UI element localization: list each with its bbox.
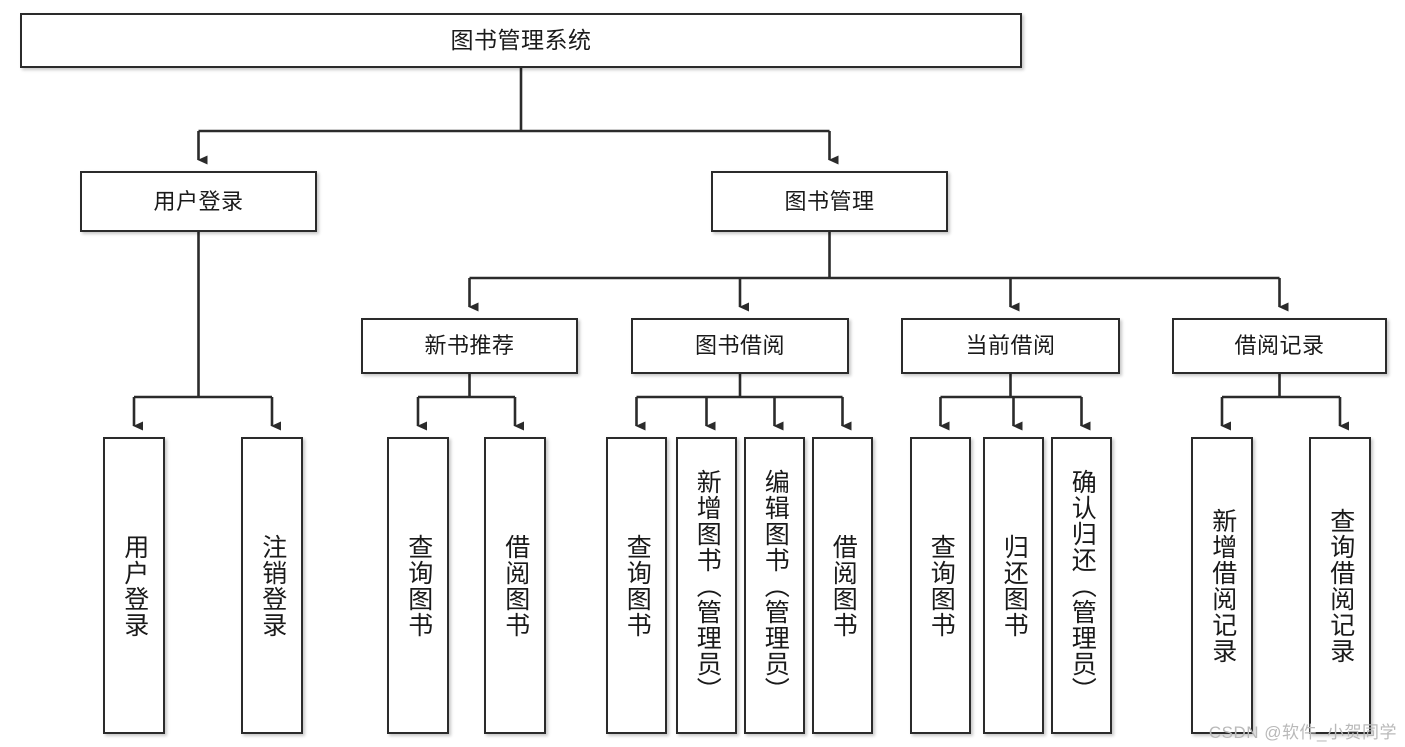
node-leaf-rec-1[interactable]: 新增借阅记录 (1191, 437, 1253, 734)
node-leaf-bor-3[interactable]: 编辑图书（管理员） (744, 437, 805, 734)
node-leaf-new-2[interactable]: 借阅图书 (484, 437, 546, 734)
node-login[interactable]: 用户登录 (80, 171, 317, 232)
node-leaf-bor-2[interactable]: 新增图书（管理员） (676, 437, 737, 734)
node-leaf-cur-2[interactable]: 归还图书 (983, 437, 1044, 734)
node-borrow[interactable]: 图书借阅 (631, 318, 849, 374)
node-label: 借阅图书 (829, 533, 858, 638)
node-label: 新增图书（管理员） (693, 468, 722, 703)
node-bookmgmt[interactable]: 图书管理 (711, 171, 948, 232)
node-label: 查询图书 (623, 533, 652, 638)
node-label: 注销登录 (258, 533, 287, 638)
node-leaf-cur-1[interactable]: 查询图书 (910, 437, 971, 734)
node-leaf-new-1[interactable]: 查询图书 (387, 437, 449, 734)
node-newbook[interactable]: 新书推荐 (361, 318, 578, 374)
node-label: 新书推荐 (424, 333, 515, 359)
node-leaf-login-2[interactable]: 注销登录 (241, 437, 303, 734)
node-records[interactable]: 借阅记录 (1172, 318, 1387, 374)
node-label: 查询借阅记录 (1326, 507, 1355, 664)
node-leaf-cur-3[interactable]: 确认归还（管理员） (1051, 437, 1112, 734)
node-label: 借阅记录 (1234, 333, 1325, 359)
node-label: 图书管理系统 (450, 26, 592, 53)
node-leaf-bor-4[interactable]: 借阅图书 (812, 437, 873, 734)
node-current[interactable]: 当前借阅 (901, 318, 1120, 374)
node-label: 图书管理 (784, 188, 875, 214)
node-label: 借阅图书 (501, 533, 530, 638)
node-label: 编辑图书（管理员） (761, 468, 790, 703)
node-root[interactable]: 图书管理系统 (20, 13, 1022, 68)
node-label: 归还图书 (1000, 533, 1029, 638)
node-label: 查询图书 (404, 533, 433, 638)
watermark-label: CSDN @软件_小贺同学 (1208, 723, 1397, 742)
node-label: 用户登录 (153, 188, 244, 214)
node-label: 当前借阅 (965, 333, 1056, 359)
node-label: 新增借阅记录 (1208, 507, 1237, 664)
node-label: 查询图书 (927, 533, 956, 638)
node-label: 用户登录 (120, 533, 149, 638)
node-leaf-login-1[interactable]: 用户登录 (103, 437, 165, 734)
node-leaf-rec-2[interactable]: 查询借阅记录 (1309, 437, 1371, 734)
node-label: 图书借阅 (694, 333, 785, 359)
node-label: 确认归还（管理员） (1068, 468, 1097, 703)
node-leaf-bor-1[interactable]: 查询图书 (606, 437, 667, 734)
